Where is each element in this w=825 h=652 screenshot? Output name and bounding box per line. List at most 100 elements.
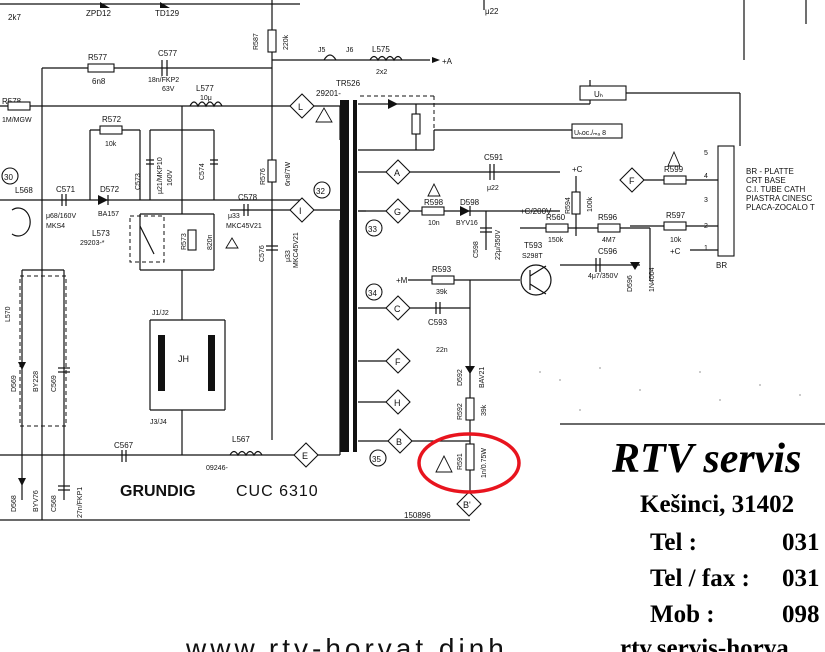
label-j1j2: J1/J2 (152, 310, 169, 317)
label-r592: R592 (457, 403, 464, 420)
label-c571-type: MKS4 (46, 223, 65, 230)
terminal-l-label: L (298, 102, 303, 112)
label-td129: TD129 (155, 9, 180, 18)
label-r599: R599 (664, 165, 684, 174)
label-jh: JH (178, 354, 189, 364)
resistor-r573 (187, 229, 197, 251)
label-r577: R577 (88, 53, 108, 62)
secondary-circuit: C591 μ22 R598 10n D598 BYV16 C598 22μ/35… (358, 153, 656, 494)
test-point-34 (365, 283, 383, 301)
test-point-32 (313, 181, 331, 199)
resistor-r587 (267, 29, 277, 53)
connector-desc-5: PLACA-ZOCALO T (746, 203, 815, 212)
connector-desc-4: PIASTRA CINESC (746, 194, 812, 203)
label-d598-value: BYV16 (456, 220, 478, 227)
connector-desc-2: CRT BASE (746, 176, 786, 185)
label-c568: C568 (51, 495, 58, 512)
label-l575: L575 (372, 45, 390, 54)
transformer-core-right (353, 100, 357, 452)
warning-triangle-icon (435, 454, 453, 473)
label-d568-value: BYV76 (33, 490, 40, 512)
terminal-f-right-label: F (629, 176, 635, 186)
label-c571-value: μ68/160V (46, 213, 76, 220)
label-c576-type: MKC45V21 (293, 232, 300, 268)
ufoc-box (571, 123, 623, 139)
label-c577-value: 18n/FKP2 (148, 77, 179, 84)
linearity-coil-box (129, 215, 165, 263)
resistor-r598 (421, 206, 445, 216)
terminal-f-label: F (395, 357, 401, 367)
label-r576: R576 (260, 168, 267, 185)
test-point-30 (1, 167, 19, 185)
label-l570: L570 (5, 306, 12, 322)
terminal-a (385, 159, 411, 185)
diode-d592-icon (465, 366, 475, 374)
label-c598-value: 22μ/350V (495, 230, 502, 260)
connector-ref: BR (716, 261, 727, 270)
label-r597-value: 10k (670, 237, 682, 244)
highlight-ring (417, 432, 521, 494)
label-c591: C591 (484, 153, 504, 162)
scan-noise (539, 367, 801, 411)
label-r592-value: 39k (481, 404, 488, 416)
test-point-34-label: 34 (368, 289, 377, 298)
connector-pin-4: 4 (704, 173, 708, 180)
label-c578: C578 (238, 193, 258, 202)
yoke-coil-right (208, 335, 215, 391)
label-r560-value: 150k (548, 237, 564, 244)
label-plus-c-top: +C (572, 165, 583, 174)
label-l575-value: 2x2 (376, 69, 387, 76)
label-j6: J6 (346, 47, 354, 54)
resistor-r578 (7, 101, 31, 111)
diode-d598-icon (460, 206, 470, 216)
diode-d596-icon (630, 262, 640, 270)
label-r573: R573 (181, 233, 188, 250)
label-d568: D568 (11, 495, 18, 512)
label-c593: C593 (428, 318, 448, 327)
terminal-i (289, 197, 315, 223)
crt-panel: Uₕ Uₕoc./ₘₐ 8 BR 5 4 3 2 1 BR - PLATTE C… (571, 80, 815, 270)
test-point-32-label: 32 (316, 187, 325, 196)
resistor-r577 (87, 63, 115, 73)
zener-icon (100, 2, 110, 8)
label-c574: C574 (199, 163, 206, 180)
label-l573: L573 (92, 229, 110, 238)
label-r560: R560 (546, 213, 566, 222)
label-plus-c-right: +C (670, 247, 681, 256)
label-d569-value: BY228 (33, 371, 40, 392)
fuse-link (323, 54, 337, 61)
test-point-35 (369, 449, 387, 467)
brand-grundig: GRUNDIG (120, 483, 196, 500)
label-2k7: 2k7 (8, 13, 21, 22)
transformer-part: 29201- (316, 89, 341, 98)
label-r591: R591 (457, 453, 464, 470)
crt-connector (717, 145, 735, 257)
label-plus-a: +A (442, 57, 453, 66)
brand-model: CUC 6310 (236, 483, 319, 500)
test-points: 30 32 33 34 35 (1, 167, 387, 467)
connector-pin-1: 1 (704, 245, 708, 252)
label-r594: R594 (565, 197, 572, 214)
test-point-30-label: 30 (4, 173, 13, 182)
coil-l568 (11, 207, 31, 237)
label-c568-value: 27n/FKP1 (77, 487, 84, 518)
label-l577: L577 (196, 84, 214, 93)
test-point-33 (365, 219, 383, 237)
test-point-33-label: 33 (368, 225, 377, 234)
label-j5: J5 (318, 47, 326, 54)
transformer-ref: TR526 (336, 79, 361, 88)
coil-l573 (139, 225, 155, 255)
diode-eht-icon (388, 99, 398, 109)
watermark-url: www.rtv-horvat.dinh (185, 633, 508, 652)
label-r593: R593 (432, 265, 452, 274)
label-r596: R596 (598, 213, 618, 222)
label-r573-value: 820n (207, 234, 214, 250)
label-r578-value: 1M/MGW (2, 117, 32, 124)
top-fragment: 2k7 ZPD12 TD129 μ22 (0, 0, 807, 60)
label-c596: C596 (598, 247, 618, 256)
label-r598: R598 (424, 198, 444, 207)
label-l567-value: 09246- (206, 465, 228, 472)
inductor-l575 (369, 55, 403, 62)
label-c578-value: μ33 (228, 213, 240, 220)
diode-d569-icon (18, 362, 26, 370)
